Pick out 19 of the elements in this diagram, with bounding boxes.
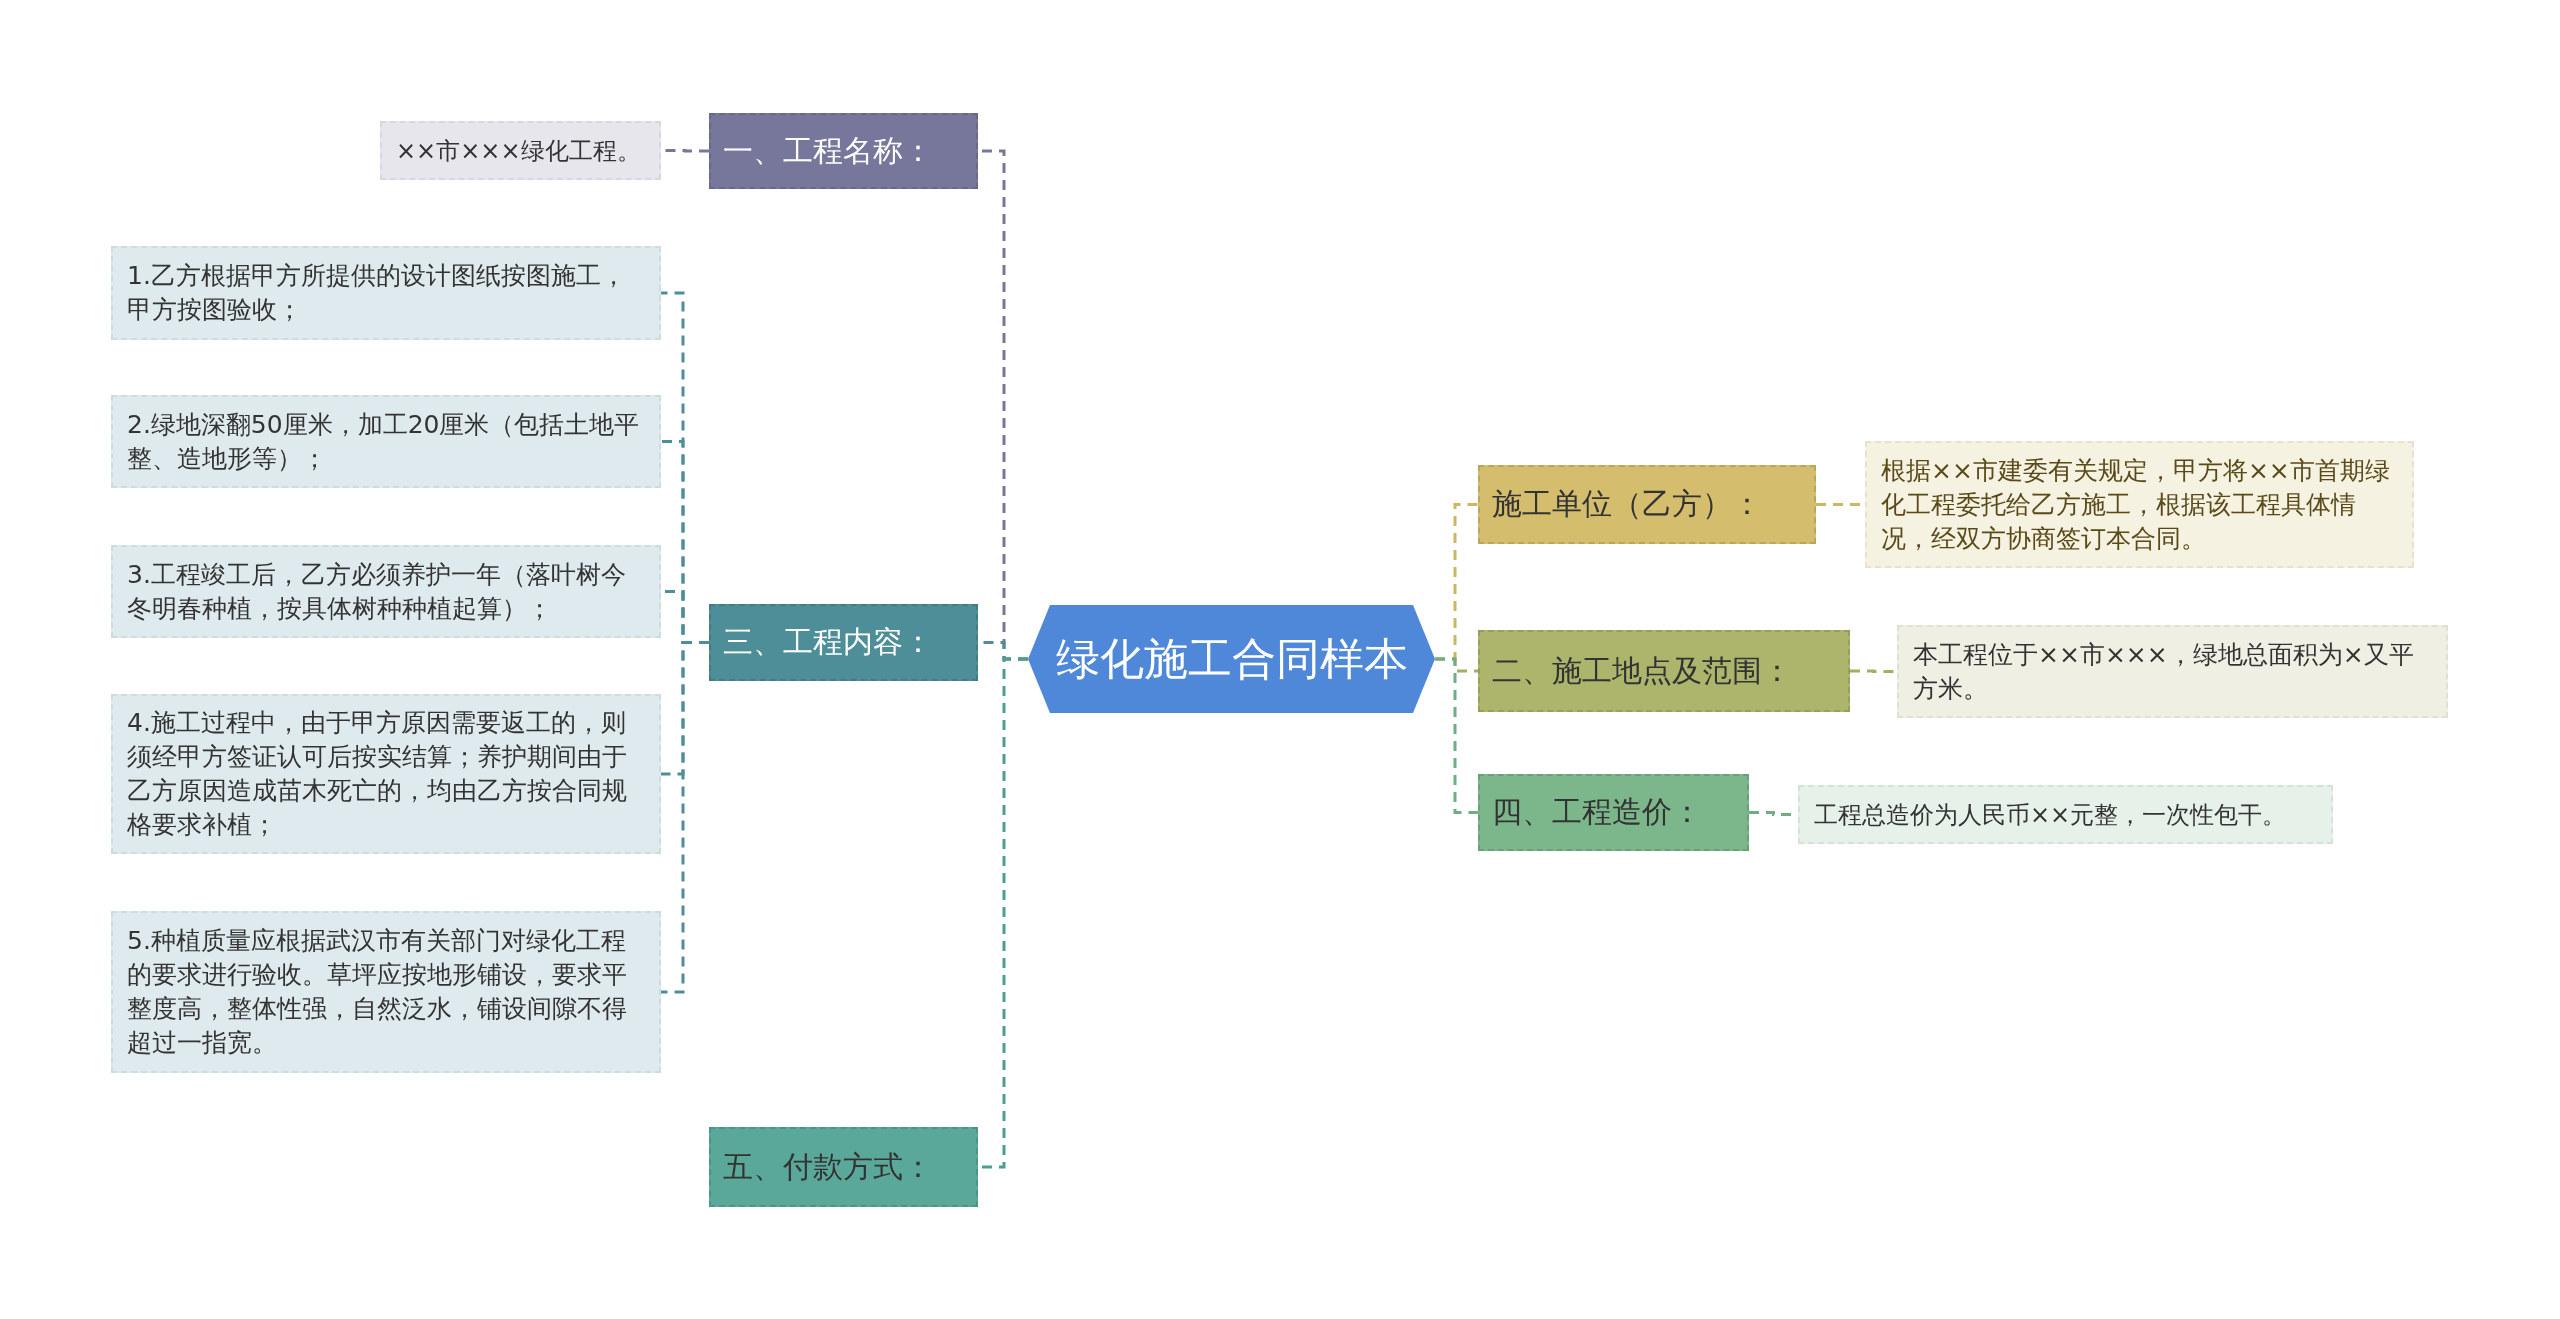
topic-box: 施工单位（乙方）： (1478, 465, 1816, 544)
topic-box: 四、工程造价： (1478, 774, 1749, 851)
note-box: 根据××市建委有关规定，甲方将××市首期绿化工程委托给乙方施工，根据该工程具体情况，经双方协商签订本合同。 (1865, 441, 2414, 568)
note-box: 2.绿地深翻50厘米，加工20厘米（包括土地平整、造地形等）； (111, 395, 661, 488)
topic-box: 二、施工地点及范围： (1478, 630, 1850, 712)
note-box: 5.种植质量应根据武汉市有关部门对绿化工程的要求进行验收。草坪应按地形铺设，要求平整度高，整体性强，自然泛水，铺设间隙不得超过一指宽。 (111, 911, 661, 1073)
topic-box: 三、工程内容： (709, 604, 978, 681)
connector (661, 641, 709, 994)
note-box: 本工程位于××市×××，绿地总面积为×又平方米。 (1897, 625, 2448, 718)
note-box: ××市×××绿化工程。 (380, 121, 661, 180)
note-box: 工程总造价为人民币××元整，一次性包干。 (1798, 785, 2333, 844)
central-topic: 绿化施工合同样本 (1028, 605, 1435, 713)
note-box: 4.施工过程中，由于甲方原因需要返工的，则须经甲方签证认可后按实结算；养护期间由于乙方原因造成苗木死亡的，均由乙方按合同规格要求补植； (111, 694, 661, 854)
connector (1435, 657, 1478, 814)
connector (1850, 669, 1897, 673)
topic-box: 五、付款方式： (709, 1127, 978, 1207)
topic-box: 一、工程名称： (709, 113, 978, 189)
note-box: 1.乙方根据甲方所提供的设计图纸按图施工，甲方按图验收； (111, 246, 661, 340)
note-box: 3.工程竣工后，乙方必须养护一年（落叶树今冬明春种植，按具体树种种植起算）； (111, 545, 661, 638)
